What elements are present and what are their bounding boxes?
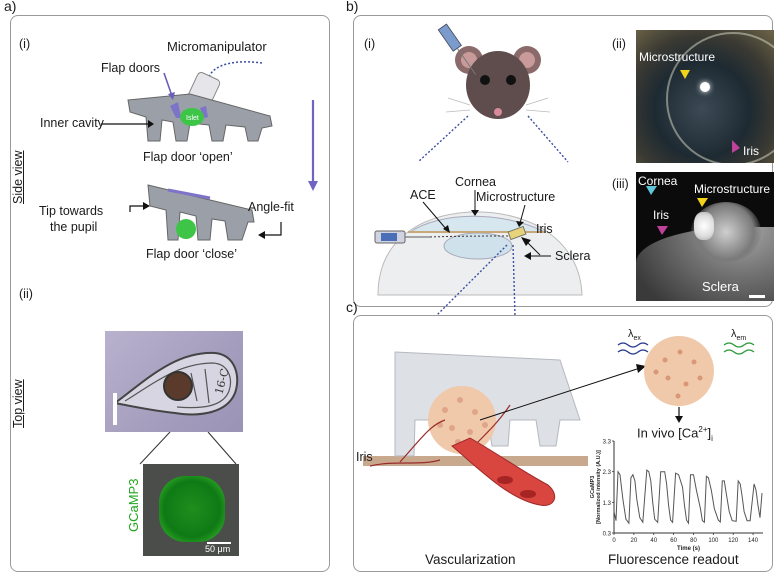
microstructure-bright-spot xyxy=(700,82,710,92)
micromanipulator-wire xyxy=(207,61,263,81)
iii-iris-label: Iris xyxy=(653,208,669,222)
device-closed xyxy=(147,184,255,241)
islet-fluorescence xyxy=(159,476,225,542)
x-tick-label: 20 xyxy=(631,538,638,544)
x-tick-label: 80 xyxy=(690,538,697,544)
inner-cavity-label: Inner cavity xyxy=(40,116,104,130)
x-tick-label: 60 xyxy=(670,538,677,544)
device-top-outline xyxy=(112,351,239,425)
micromanipulator-label: Micromanipulator xyxy=(167,39,267,54)
b-microstructure-label: Microstructure xyxy=(476,190,556,204)
b-sub-iii: (iii) xyxy=(612,177,629,191)
flap-close-label: Flap door ‘close’ xyxy=(146,247,238,261)
lambda-ex-label: λex xyxy=(628,328,641,343)
x-tick-label: 40 xyxy=(650,538,657,544)
y-axis-label: [Normalized intensity (A.U.)] xyxy=(596,450,602,524)
y-tick-label: 3.3 xyxy=(603,440,612,446)
eye-illustration xyxy=(377,211,583,296)
vascularization-label: Vascularization xyxy=(425,552,516,567)
b-sub-ii: (ii) xyxy=(612,37,626,51)
calcium-trace-line xyxy=(613,469,763,525)
panel-label-b: b) xyxy=(346,0,359,14)
eye-photo: Microstructure Iris xyxy=(636,30,774,163)
tip-towards-label-2: the pupil xyxy=(50,220,98,234)
x-tick-label: 140 xyxy=(748,538,759,544)
b-sub-i: (i) xyxy=(364,37,376,51)
scale-bar-label: 50 μm xyxy=(205,544,231,554)
c-iris-label: Iris xyxy=(356,450,373,464)
x-tick-label: 0 xyxy=(612,538,616,544)
in-vivo-label: In vivo [Ca2+]i xyxy=(637,425,713,443)
ace-syringe xyxy=(374,230,511,244)
y-tick-label: 0.3 xyxy=(603,532,612,538)
iii-scale-bar xyxy=(749,295,765,298)
b-cornea-label: Cornea xyxy=(455,175,496,189)
iii-cornea-label: Cornea xyxy=(638,174,678,188)
top-view-image: 16-C xyxy=(105,331,243,432)
y-axis-label: GCaMP3 xyxy=(590,476,596,499)
iii-microstructure-spot xyxy=(694,212,714,240)
mouse-syringe xyxy=(437,23,477,75)
mouse-illustration xyxy=(445,46,551,119)
fluorescence-photo: Cornea Microstructure Iris Sclera xyxy=(636,172,774,301)
device-open: Islet xyxy=(127,93,273,142)
gcamp-image: 50 μm xyxy=(143,464,239,556)
y-tick-label: 1.3 xyxy=(603,501,612,507)
fluorescence-readout-label: Fluorescence readout xyxy=(608,552,739,567)
x-tick-label: 100 xyxy=(708,538,719,544)
b-sclera-label: Sclera xyxy=(555,249,591,263)
a-sub-i: (i) xyxy=(19,37,31,51)
flap-open-label: Flap door ‘open’ xyxy=(143,150,233,164)
a-sub-ii: (ii) xyxy=(19,287,33,301)
single-islet xyxy=(644,336,714,406)
b-iris-label: Iris xyxy=(536,222,553,236)
angle-fit-label: Angle-fit xyxy=(248,200,294,214)
ii-microstructure-label: Microstructure xyxy=(639,50,716,64)
islet-cells xyxy=(428,386,496,454)
y-tick-label: 2.3 xyxy=(603,470,612,476)
x-tick-label: 120 xyxy=(728,538,739,544)
lambda-em-label: λem xyxy=(731,328,747,343)
islet-label: Islet xyxy=(186,115,199,122)
tip-towards-label-1: Tip towards xyxy=(39,204,104,218)
iii-microstructure-label: Microstructure xyxy=(694,182,771,196)
x-axis-label: Time (s) xyxy=(677,546,700,552)
panel-label-a: a) xyxy=(4,0,17,14)
panel-label-c: c) xyxy=(346,299,358,315)
scale-bar xyxy=(207,542,231,544)
iii-sclera-label: Sclera xyxy=(702,279,739,294)
flap-doors-label: Flap doors xyxy=(101,61,161,75)
ii-iris-label: Iris xyxy=(743,144,759,158)
b-ace-label: ACE xyxy=(410,188,436,202)
